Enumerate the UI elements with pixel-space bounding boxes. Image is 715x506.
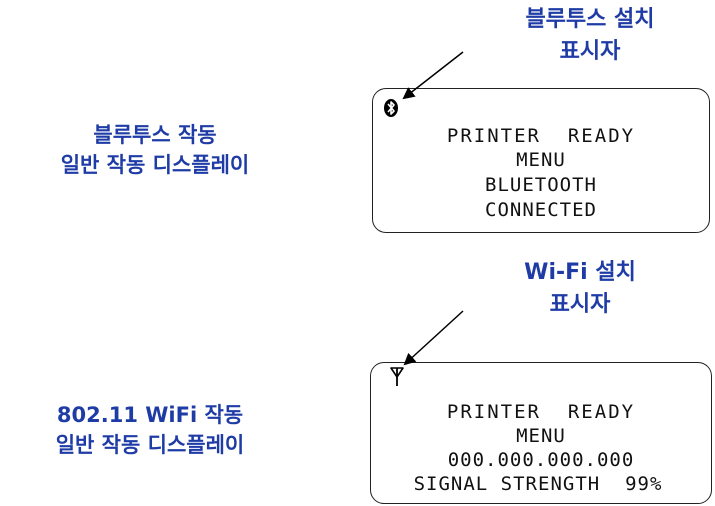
bluetooth-caption-line-2: 일반 작동 디스플레이 xyxy=(60,153,250,177)
wifi-indicator-title-line-2: 표시자 xyxy=(549,292,611,317)
bluetooth-caption-line-1: 블루투스 작동 xyxy=(93,123,217,147)
bluetooth-lcd-line-3: BLUETOOTH xyxy=(485,174,597,196)
bluetooth-lcd-line-4: CONNECTED xyxy=(485,199,597,221)
bluetooth-icon xyxy=(384,99,398,117)
wifi-caption-line-2: 일반 작동 디스플레이 xyxy=(55,433,245,457)
bluetooth-indicator-title: 블루투스 설치 표시자 xyxy=(490,4,690,68)
wifi-indicator-title-line-1: Wi-Fi 설치 xyxy=(524,260,636,285)
antenna-icon xyxy=(390,367,404,386)
wifi-caption-line-1: 802.11 WiFi 작동 xyxy=(56,403,244,427)
bluetooth-pointer-arrow xyxy=(402,51,464,100)
wifi-pointer-arrow xyxy=(403,310,464,366)
bluetooth-lcd-line-2: MENU xyxy=(516,149,566,171)
bluetooth-caption: 블루투스 작동 일반 작동 디스플레이 xyxy=(10,120,300,180)
wifi-lcd-line-4: SIGNAL STRENGTH 99% xyxy=(413,473,663,495)
bluetooth-lcd-display: PRINTER READY MENU BLUETOOTH CONNECTED xyxy=(372,88,710,233)
wifi-lcd-line-3: 000.000.000.000 xyxy=(447,449,635,471)
bluetooth-indicator-title-line-2: 표시자 xyxy=(559,39,621,64)
wifi-lcd-line-2: MENU xyxy=(516,425,566,447)
wifi-indicator-title: Wi-Fi 설치 표시자 xyxy=(480,257,680,321)
bluetooth-lcd-line-1: PRINTER READY xyxy=(446,125,636,147)
bluetooth-indicator-title-line-1: 블루투스 설치 xyxy=(525,7,655,32)
wifi-lcd-display: PRINTER READY MENU 000.000.000.000 SIGNA… xyxy=(370,362,712,504)
wifi-caption: 802.11 WiFi 작동 일반 작동 디스플레이 xyxy=(0,400,300,460)
wifi-lcd-line-1: PRINTER READY xyxy=(446,401,636,423)
